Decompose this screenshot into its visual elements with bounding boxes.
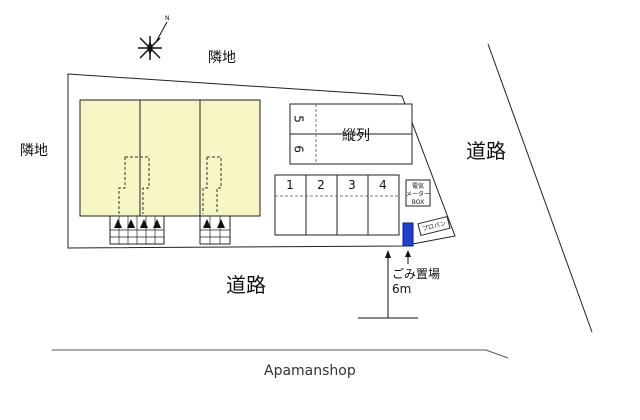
meter-box-line-3: BOX: [412, 199, 424, 206]
parking-vertical-label: 縦列: [342, 128, 370, 144]
meter-box: 電気 メーター BOX: [405, 179, 431, 207]
road-boundary-bottom: [52, 349, 509, 359]
entrance-arrow-icon: [203, 219, 211, 228]
building-unit-1: [79, 99, 141, 217]
garbage-box: [402, 222, 414, 247]
building-unit-3: [199, 99, 261, 217]
compass-rose-icon: N: [138, 15, 170, 60]
parking-space-4: 4: [379, 178, 387, 192]
watermark: Apamanshop: [264, 363, 356, 379]
parking-space-6: 6: [292, 145, 306, 153]
garbage-label: ごみ置場: [392, 266, 440, 281]
svg-text:N: N: [165, 15, 170, 22]
road-boundary-right: [487, 43, 593, 333]
entrance-grid-right: [199, 215, 231, 245]
entrance-arrow-icon: [153, 219, 161, 228]
parking-space-3: 3: [348, 178, 356, 192]
dashed-path-1: [118, 156, 150, 214]
road-right-label: 道路: [466, 139, 506, 163]
dashed-path-2: [202, 156, 222, 214]
parking-space-2: 2: [317, 178, 325, 192]
entrance-arrow-icon: [114, 219, 122, 228]
parking-vertical: 5 6 縦列: [289, 103, 413, 165]
building: [79, 99, 261, 217]
entrance-arrow-icon: [127, 219, 135, 228]
parking-horizontal: 1 2 3 4: [274, 174, 400, 236]
entrance-arrow-icon: [140, 219, 148, 228]
meter-box-line-2: メーター: [406, 190, 430, 198]
entrance-arrow-icon: [217, 219, 225, 228]
neighbor-left-label: 隣地: [20, 143, 48, 159]
parking-space-1: 1: [286, 178, 294, 192]
meter-box-line-1: 電気: [412, 182, 424, 190]
garbage-distance-indicator: [358, 250, 418, 319]
neighbor-top-label: 隣地: [208, 50, 236, 66]
entrance-grid-left: [109, 215, 165, 245]
parking-space-5: 5: [292, 115, 306, 123]
propane-tank: プロパン: [417, 215, 451, 237]
road-bottom-label: 道路: [226, 273, 266, 297]
garbage-distance-label: 6m: [392, 282, 411, 296]
